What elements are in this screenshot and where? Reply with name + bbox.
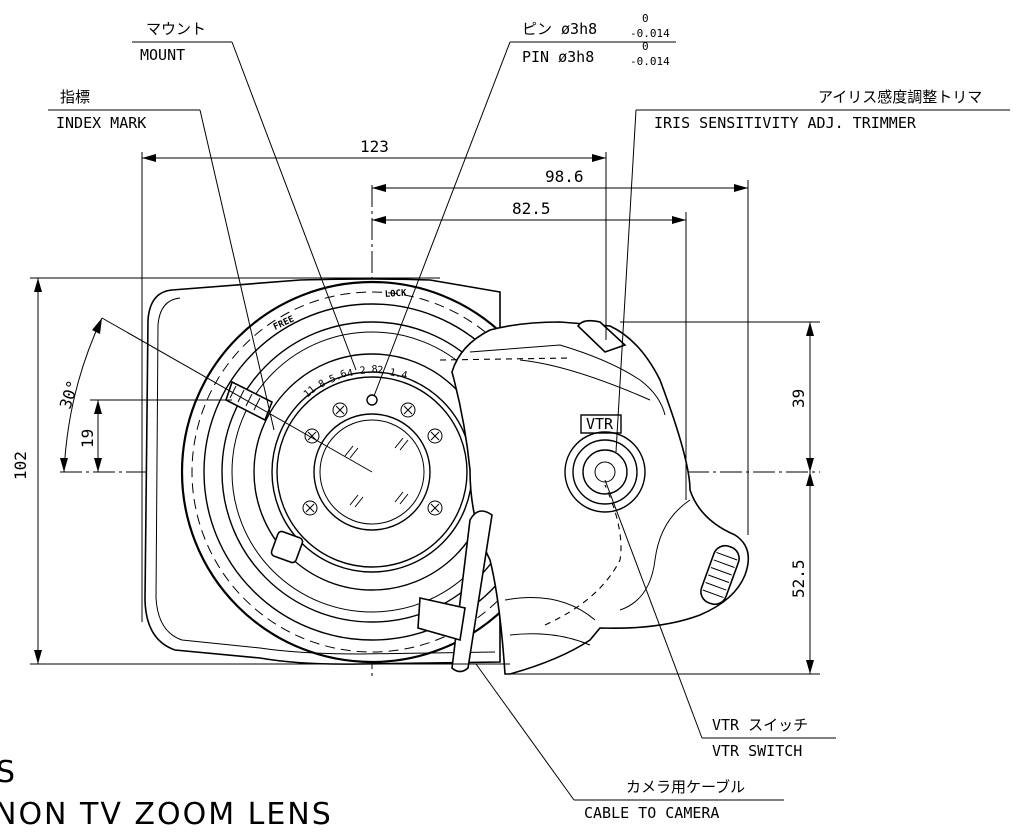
pin-tol-lower-jp: -0.014 xyxy=(630,27,670,40)
dim-height-39: 39 xyxy=(789,389,808,408)
vtr-switch-label-jp: VTR スイッチ xyxy=(712,716,808,734)
camera-cable xyxy=(417,510,493,673)
lens-body xyxy=(144,278,564,665)
pin-label-jp: ピン ø3h8 xyxy=(522,20,597,38)
servo-unit: VTR xyxy=(439,319,750,675)
iris-label-en: IRIS SENSITIVITY ADJ. TRIMMER xyxy=(654,114,917,132)
aperture-mark-2: 2 xyxy=(377,365,384,376)
index-label-en: INDEX MARK xyxy=(56,114,146,132)
cable-label-en: CABLE TO CAMERA xyxy=(584,804,719,822)
dim-angle-30: 30° xyxy=(56,378,83,411)
dim-height-52-5: 52.5 xyxy=(789,559,808,598)
mount-label-en: MOUNT xyxy=(140,46,185,64)
aperture-mark-8: 8 xyxy=(317,378,328,391)
aperture-mark-1-4: 1.4 xyxy=(388,367,408,382)
pin-tol-upper-jp: 0 xyxy=(642,12,649,25)
vtr-switch-label-en: VTR SWITCH xyxy=(712,742,802,760)
aperture-mark-4: 4 xyxy=(346,368,355,380)
dim-width-98-6: 98.6 xyxy=(545,167,584,186)
pin-tol-upper-en: 0 xyxy=(642,40,649,53)
pin-label-en: PIN ø3h8 xyxy=(522,48,594,66)
index-label-jp: 指標 xyxy=(60,88,90,106)
title-line-2: NON TV ZOOM LENS xyxy=(0,797,333,832)
title-line-1: S xyxy=(0,755,17,790)
vtr-badge-box xyxy=(580,414,622,434)
dim-width-123: 123 xyxy=(360,137,389,156)
mount-label-jp: マウント xyxy=(146,20,206,38)
vtr-badge-label: VTR xyxy=(586,415,614,433)
dim-height-102: 102 xyxy=(11,451,30,480)
iris-label-jp: アイリス感度調整トリマ xyxy=(818,88,982,106)
dim-width-82-5: 82.5 xyxy=(512,199,551,218)
dim-offset-19: 19 xyxy=(78,429,97,448)
callouts: マウント MOUNT ピン ø3h8 0 -0.014 PIN ø3h8 0 -… xyxy=(48,12,1010,822)
pin-dot xyxy=(366,394,378,406)
cable-label-jp: カメラ用ケーブル xyxy=(626,778,745,796)
pin-tol-lower-en: -0.014 xyxy=(630,55,670,68)
aperture-mark-2-8: 2.8 xyxy=(359,364,378,377)
lock-ring-label: LOCK xyxy=(385,288,408,300)
